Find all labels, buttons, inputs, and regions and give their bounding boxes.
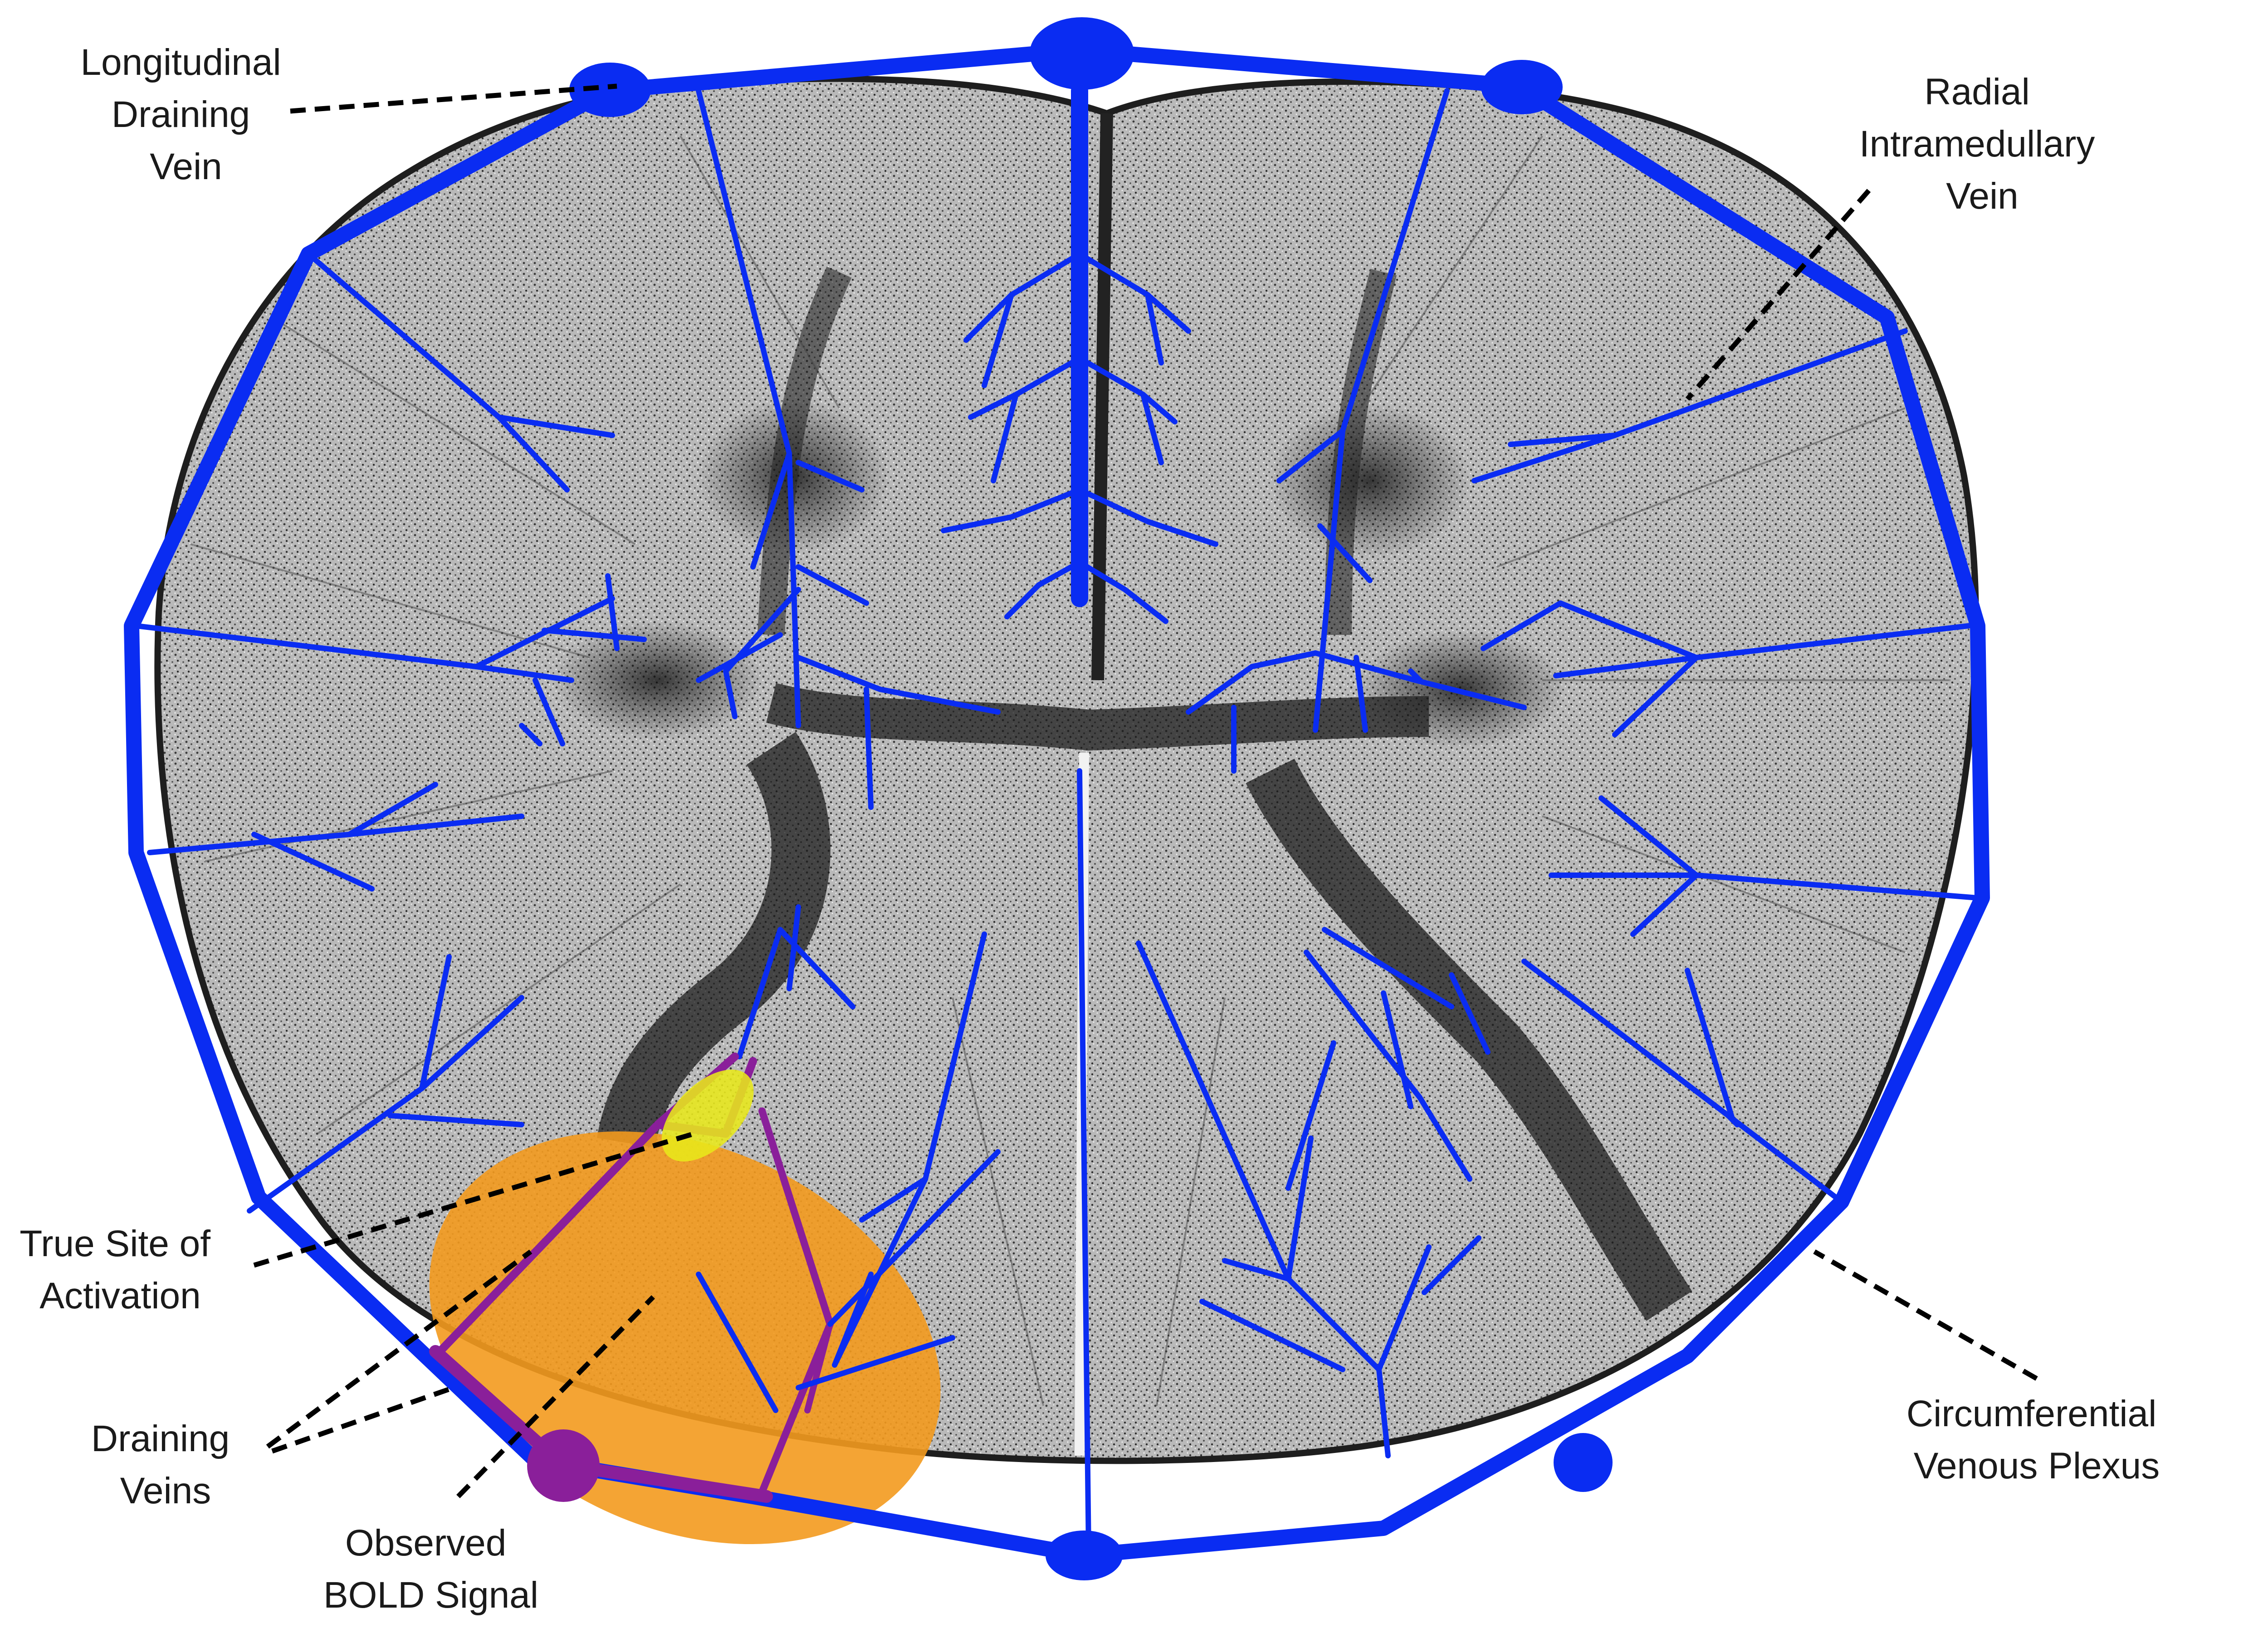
circumferential-venous-plexus (124, 42, 1990, 1563)
longitudinal-draining-veins (569, 17, 1613, 1580)
leader-longitudinal-draining-vein (290, 83, 617, 114)
ventral-central-vein-node (1046, 1531, 1123, 1580)
label-true-site-of-activation: True Site of Activation (20, 1223, 221, 1316)
leader-circumferential-venous-plexus (1813, 1249, 2038, 1381)
leader-lines (253, 83, 2038, 1498)
radial-veins-over-bold (696, 1149, 1001, 1413)
leader-true-site-of-activation (253, 1131, 695, 1268)
leader-draining-veins-lower (271, 1385, 455, 1454)
spinal-cord-cross-section (154, 75, 1979, 1464)
leader-draining-veins-upper (266, 1249, 533, 1449)
dorsal-right-vein-node (1481, 60, 1563, 114)
label-circumferential-venous-plexus: Circumferential Venous Plexus (1906, 1393, 2167, 1487)
label-longitudinal-draining-vein: Longitudinal Draining Vein (80, 42, 291, 187)
dorsal-left-vein-node (569, 63, 651, 117)
posterior-median-septum (1091, 113, 1113, 681)
annotation-labels: Longitudinal Draining Vein Radial Intram… (20, 42, 2167, 1616)
draining-vein-node (527, 1429, 600, 1502)
dorsal-central-vein-node (1030, 17, 1134, 90)
label-radial-intramedullary-vein: Radial Intramedullary Vein (1859, 71, 2105, 217)
gray-matter (553, 266, 1692, 1321)
cord-outline (154, 75, 1979, 1464)
white-matter-fibres (190, 135, 1950, 1406)
ventral-right-vein-node (1554, 1433, 1613, 1492)
label-observed-bold-signal: Observed BOLD Signal (323, 1522, 538, 1616)
leader-observed-bold-signal (456, 1295, 655, 1498)
radial-intramedullary-veins (133, 82, 1980, 1554)
label-draining-veins: Draining Veins (91, 1418, 240, 1511)
leader-radial-intramedullary-vein (1685, 189, 1871, 401)
